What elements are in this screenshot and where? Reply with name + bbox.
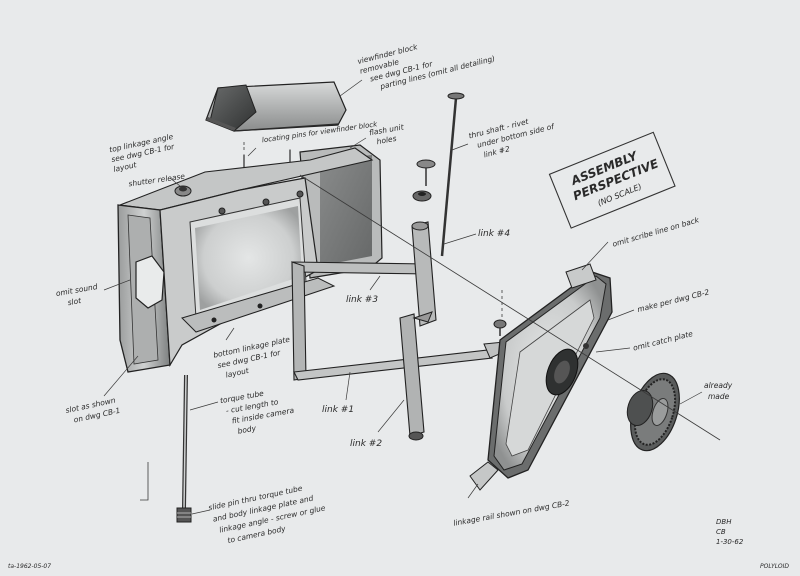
gear-knob: [626, 372, 680, 452]
note-omit-sound-slot-line2: slot: [67, 296, 83, 307]
label-link2: link #2: [350, 439, 382, 449]
note-make-per-dwg: make per dwg CB-2: [636, 287, 710, 314]
note-bottom-linkage: bottom linkage plate see dwg CB-1 for la…: [212, 335, 291, 380]
left-footer-mark: ta-1962-05-07: [8, 563, 51, 570]
note-already-made-line1: already: [704, 381, 733, 390]
note-omit-catch-plate-text: omit catch plate: [632, 329, 694, 353]
linkage-assembly: [291, 92, 507, 441]
note-omit-scribe-text: omit scribe line on back: [611, 215, 700, 249]
note-already-made-line2: made: [708, 392, 730, 401]
note-thru-shaft: thru shaft - rivet under bottom side of …: [468, 117, 556, 160]
label-link3: link #3: [346, 295, 378, 305]
note-flash-unit-line2: holes: [376, 134, 397, 146]
note-viewfinder: viewfinder block removable see dwg CB-1 …: [356, 42, 496, 91]
note-torque-tube-line4: body: [237, 423, 257, 435]
title-box: ASSEMBLY PERSPECTIVE (NO SCALE): [548, 131, 676, 229]
note-omit-catch-plate: omit catch plate: [632, 329, 694, 353]
note-make-per-dwg-text: make per dwg CB-2: [636, 287, 710, 314]
construction-lines: [140, 174, 721, 501]
label-link4: link #4: [478, 229, 510, 239]
signature-line1: DBH: [716, 518, 732, 526]
note-torque-tube: torque tube - cut length to fit inside c…: [219, 389, 295, 436]
torque-tube: [176, 374, 192, 523]
signature-line2: CB: [716, 528, 726, 536]
viewfinder-block: [205, 81, 347, 132]
note-slot-as-shown: slot as shown on dwg CB-1: [65, 396, 121, 425]
right-footer-mark: POLYLOID: [760, 563, 789, 570]
label-link1: link #1: [322, 405, 354, 415]
note-already-made: already made: [704, 381, 733, 401]
note-omit-sound-slot: omit sound slot: [55, 282, 98, 307]
note-omit-scribe: omit scribe line on back: [611, 215, 700, 249]
back-cover: [469, 263, 613, 491]
note-linkage-rail-text: linkage rail shown on dwg CB-2: [453, 498, 571, 527]
camera-body: [117, 144, 383, 373]
note-slide-pin: slide pin thru torque tube and body link…: [207, 484, 326, 546]
signature-block: DBH CB 1-30-62: [716, 518, 744, 546]
signature-line3: 1-30-62: [716, 538, 744, 546]
note-linkage-rail: linkage rail shown on dwg CB-2: [453, 498, 571, 527]
note-top-linkage: top linkage angle see dwg CB-1 for layou…: [108, 132, 175, 174]
